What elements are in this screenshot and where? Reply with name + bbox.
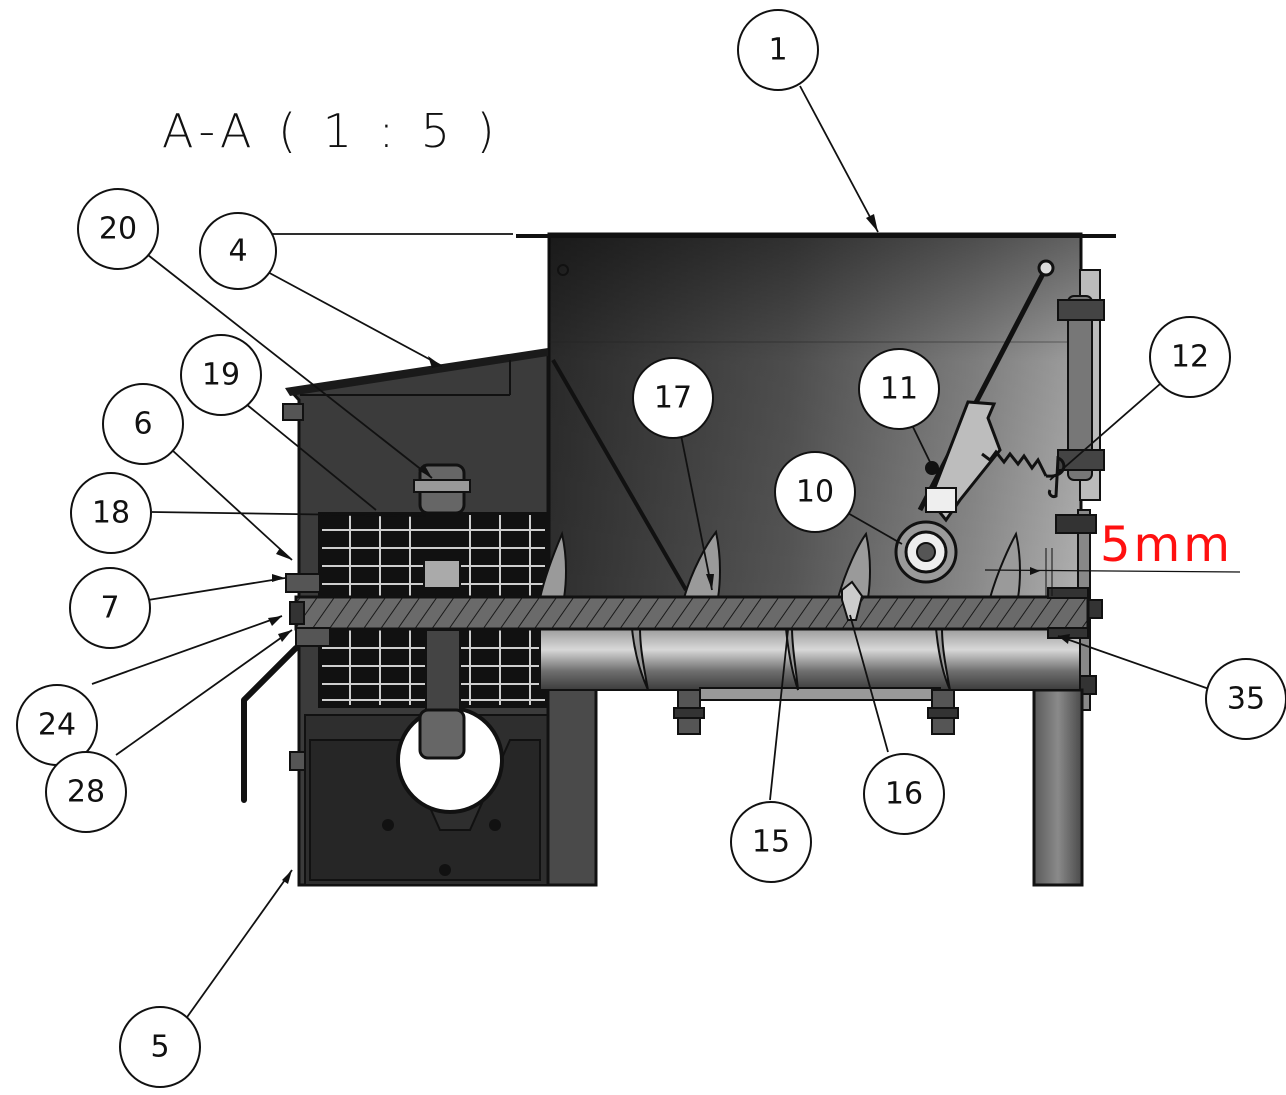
view-title: A-A ( 1 : 5 ) — [162, 104, 501, 158]
callout-18: 18 — [92, 496, 130, 531]
callout-7: 7 — [100, 591, 119, 626]
leader-lines — [91, 85, 1213, 1021]
callout-24: 24 — [38, 708, 76, 743]
callout-20: 20 — [99, 212, 137, 247]
auger-flights — [538, 529, 1021, 691]
callout-12: 12 — [1171, 340, 1209, 375]
callout-labels: 1 4 5 6 7 10 11 12 15 16 17 18 19 20 24 … — [38, 33, 1265, 1065]
callout-5: 5 — [150, 1030, 169, 1065]
shear-pin — [841, 580, 864, 621]
callout-17: 17 — [654, 381, 692, 416]
callout-15: 15 — [752, 825, 790, 860]
callout-16: 16 — [885, 777, 923, 812]
inspection-window — [1057, 269, 1105, 501]
callout-10: 10 — [796, 475, 834, 510]
auger-shaft — [285, 573, 1090, 647]
callout-4: 4 — [228, 234, 247, 269]
auger-trough — [539, 627, 1081, 701]
callout-35: 35 — [1227, 682, 1265, 717]
callout-28: 28 — [67, 775, 105, 810]
mounting-bolts — [673, 689, 959, 735]
callout-6: 6 — [133, 407, 152, 442]
hopper-body — [516, 232, 1116, 600]
dimension-label: 5mm — [1100, 517, 1233, 573]
support-leg-right — [1032, 688, 1084, 887]
callout-11: 11 — [880, 372, 918, 407]
lever-handle — [241, 645, 299, 803]
dimension-5mm — [984, 548, 1241, 596]
callout-1: 1 — [768, 33, 787, 68]
agitator-assembly — [894, 259, 1066, 584]
callout-bubbles — [16, 9, 1286, 1088]
leader-arrowheads — [268, 214, 1070, 884]
callout-19: 19 — [202, 358, 240, 393]
